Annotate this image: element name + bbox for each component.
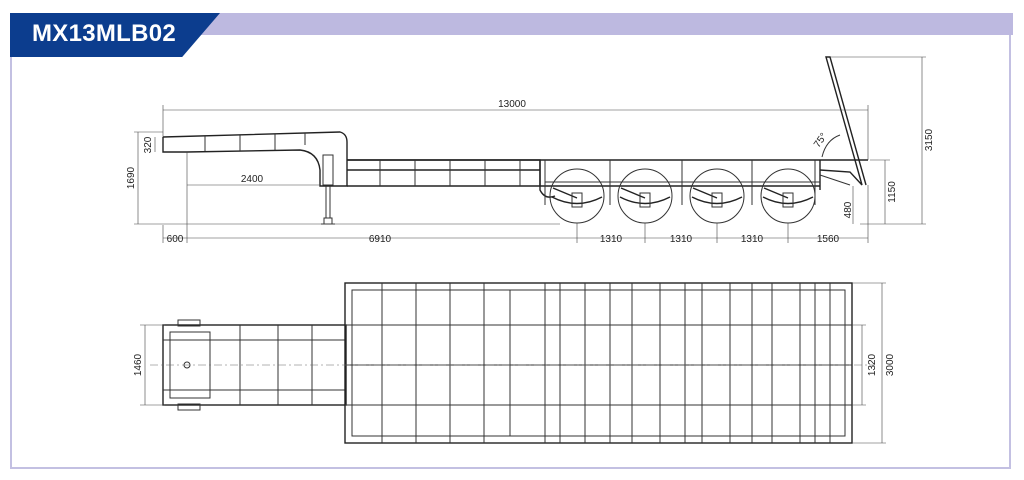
title-banner [10,13,220,57]
header-strip [200,13,1013,35]
dim-front-overhang: 600 [167,234,184,245]
dim-axle-spacing-1: 1310 [600,234,623,245]
dim-ramp-up-height: 3150 [924,128,935,151]
dim-kingpin-to-axle: 6910 [369,234,392,245]
plan-view: 1460 1320 3000 [133,282,896,444]
dim-gooseneck-width: 1460 [133,353,144,376]
dim-overall-length: 13000 [498,99,526,110]
dim-rear-overhang: 1560 [817,234,840,245]
dim-ramp-height: 1150 [887,181,898,203]
rear-ramp [819,56,867,186]
dim-gooseneck-height: 320 [143,136,154,153]
dim-axle-spacing-3: 1310 [741,234,764,245]
dim-ramp-angle: 75° [812,131,830,150]
dim-inner-width: 1320 [867,353,878,376]
side-view: 13000 320 1690 2400 600 6910 1310 1310 1… [126,56,935,245]
dim-axle-spacing-2: 1310 [670,234,693,245]
model-title: MX13MLB02 [32,20,177,47]
dim-deck-height: 480 [843,201,854,218]
dim-gooseneck-length: 2400 [241,174,264,185]
dim-overall-width: 3000 [885,353,896,376]
dim-front-height: 1690 [126,166,137,189]
